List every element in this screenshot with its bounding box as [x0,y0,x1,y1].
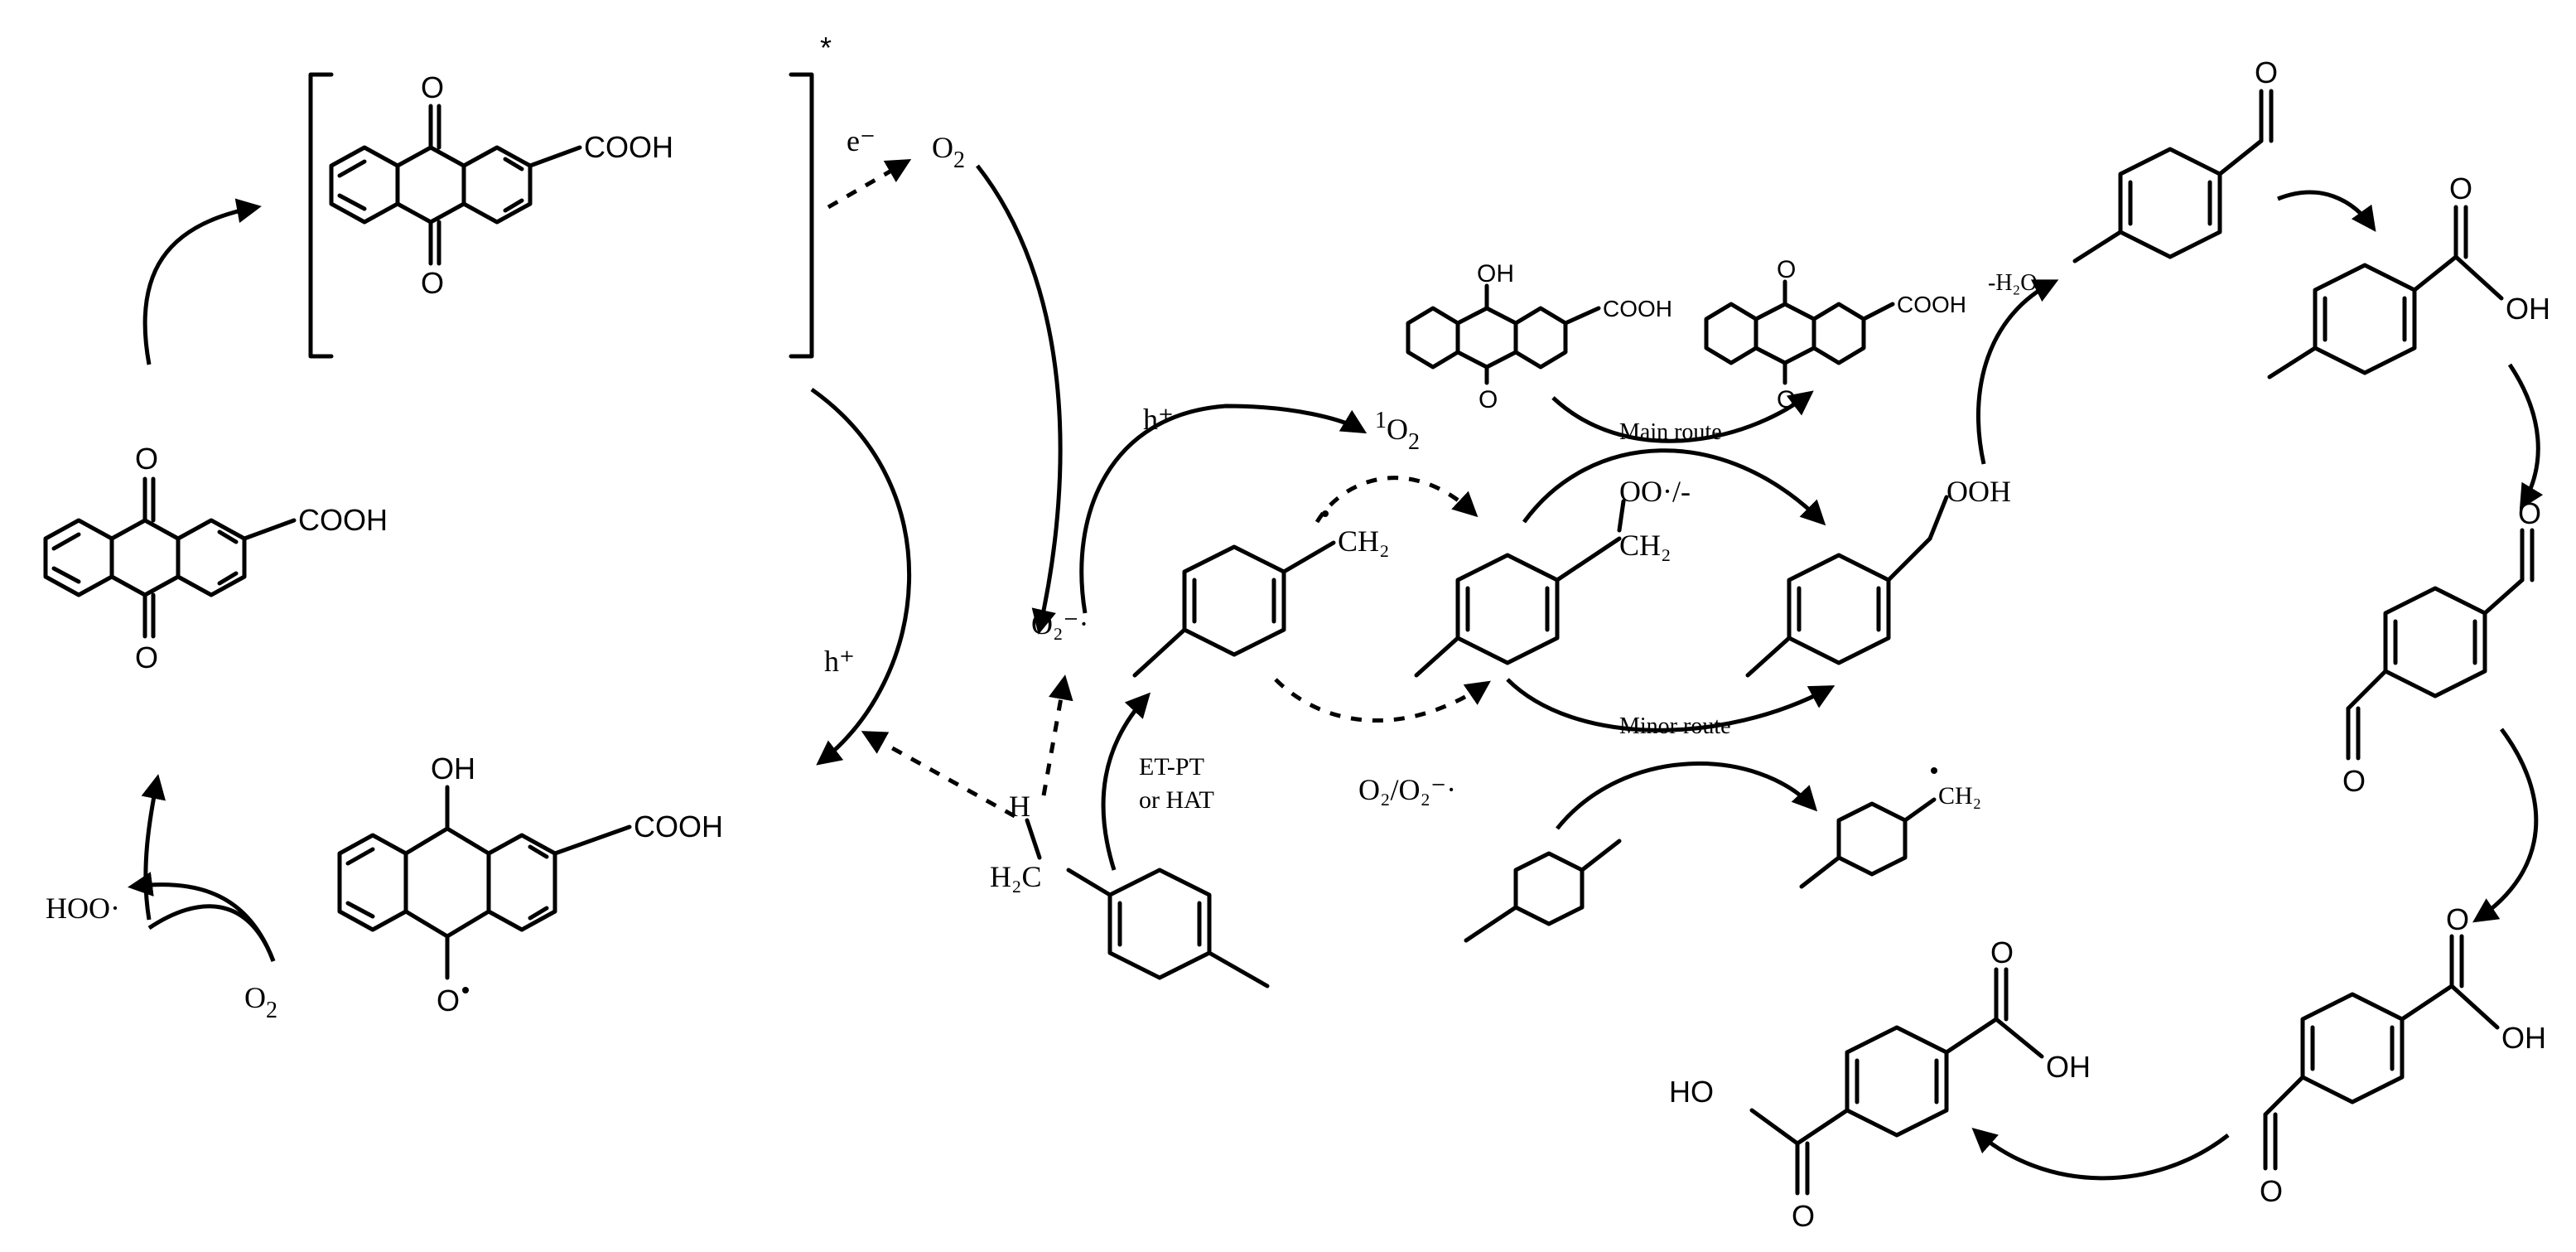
etpt-arrow [1101,692,1151,871]
o2-left: O2 [244,981,277,1023]
hole-label-center: h⁺ [1143,403,1174,436]
main-route-label: Main route [1619,419,1722,445]
benzyl-radical: CH₂ [1132,510,1390,678]
hole-label-left: h⁺ [824,645,855,678]
hoo-arrow [128,872,276,962]
aq-o-bottom: O [135,641,158,674]
small-oh: OH [1477,260,1514,288]
chain-arrow-1 [2277,190,2376,232]
cooh-label: COOH [584,130,673,164]
p-toluic-acid: O OH [2267,172,2550,379]
excitation-arrow [142,198,262,365]
minor-route-arrow [1506,678,1836,732]
radical-oh: OH [431,752,475,786]
small-o: O [1479,386,1498,413]
chain-arrow-3 [2472,728,2539,923]
hoo-label: HOO· [46,892,120,925]
ch2-radical: CH₂ [1338,524,1390,558]
o2-reduction-arrow [976,164,1063,635]
small-aq-o-top: O [1777,256,1796,283]
terephthalaldehyde: O O [2342,496,2541,798]
oo-radical-label: OO·/- [1619,475,1691,508]
p-xylene-bottom [1066,868,1270,989]
p-xylene-small [1464,839,1622,943]
reoxidation-arrow [147,904,276,962]
small-semiquinone: OH O COOH [1406,260,1672,413]
chain-arrow-2 [2507,363,2544,510]
anthraquinone: O O COOH [43,442,388,674]
minus-h2o-label: -H₂O [1988,270,2038,296]
tpa-o1: O [1990,935,2014,969]
radical-cooh: COOH [634,810,723,844]
electron-label: e⁻ [847,124,876,157]
tpa-aldehyde-o2: O [2342,764,2366,798]
carbonyl-o-top: O [421,70,444,104]
fba-oh: OH [2501,1021,2546,1055]
aq-o-top: O [135,442,158,476]
carbonyl-o-bottom: O [421,266,444,300]
superoxide-label: O₂⁻· [1031,607,1089,641]
tolualdehyde-o: O [2255,56,2278,89]
tpa-oh1: OH [2046,1050,2091,1084]
h-label: H [1009,790,1030,823]
minor-route-label: Minor route [1619,713,1731,739]
h-transfer-arrow [1041,674,1073,796]
terephthalic-acid: O OH HO O [1669,935,2091,1233]
dehydration-arrow [1975,279,2059,465]
aq-regen-arrow [1551,390,1814,443]
benzyl-radical-small: CH₂ [1799,767,1981,889]
or-hat-label: or HAT [1139,786,1214,814]
excited-anthraquinone: * O O COOH [308,31,832,359]
singlet-to-radical-arrow [1315,476,1479,524]
aq-cooh: COOH [298,503,388,537]
singlet-o2-label: 1O2 [1375,408,1420,455]
ch2-peroxyl: CH₂ [1619,529,1672,562]
minor-chain-arrow [1556,761,1818,830]
main-route-arrow [1522,448,1826,526]
reduction-arrow [810,387,912,766]
o2-top: O2 [932,131,965,173]
ch2-small: CH₂ [1938,782,1981,810]
regeneration-arrow [141,774,166,921]
tpa-ho: HO [1669,1075,1714,1109]
fba-o: O [2446,902,2469,936]
h2c-label: H₂C [990,860,1042,893]
o2-to-radical-arrow [1274,678,1491,723]
small-cooh-1: COOH [1603,296,1672,321]
radical-o: O [437,984,460,1018]
toluic-oh: OH [2506,292,2550,326]
o2-pair-label: O₂/O₂⁻· [1358,773,1456,806]
p-tolualdehyde: O [2072,56,2278,263]
electron-transfer-arrow [827,158,912,210]
tpa-aldehyde-o1: O [2518,496,2541,530]
tpa-o2: O [1792,1199,1815,1233]
small-anthraquinone: O O COOH [1704,256,1966,413]
excited-star: * [820,31,832,65]
fba-aldehyde-o: O [2260,1174,2283,1208]
formylbenzoic-acid: O OH O [2260,902,2546,1208]
toluic-o: O [2449,172,2472,205]
ooh-label: OOH [1946,475,2011,508]
hydroperoxide: OOH [1745,475,2011,678]
small-cooh-2: COOH [1897,292,1966,317]
peroxyl-radical: CH₂ OO·/- [1414,475,1691,678]
chain-arrow-4 [1971,1128,2230,1181]
etpt-label: ET-PT [1139,753,1204,781]
hat-arrow [861,731,1016,819]
semiquinone-radical: OH O COOH [337,752,723,1018]
singlet-arrow [1079,404,1368,614]
